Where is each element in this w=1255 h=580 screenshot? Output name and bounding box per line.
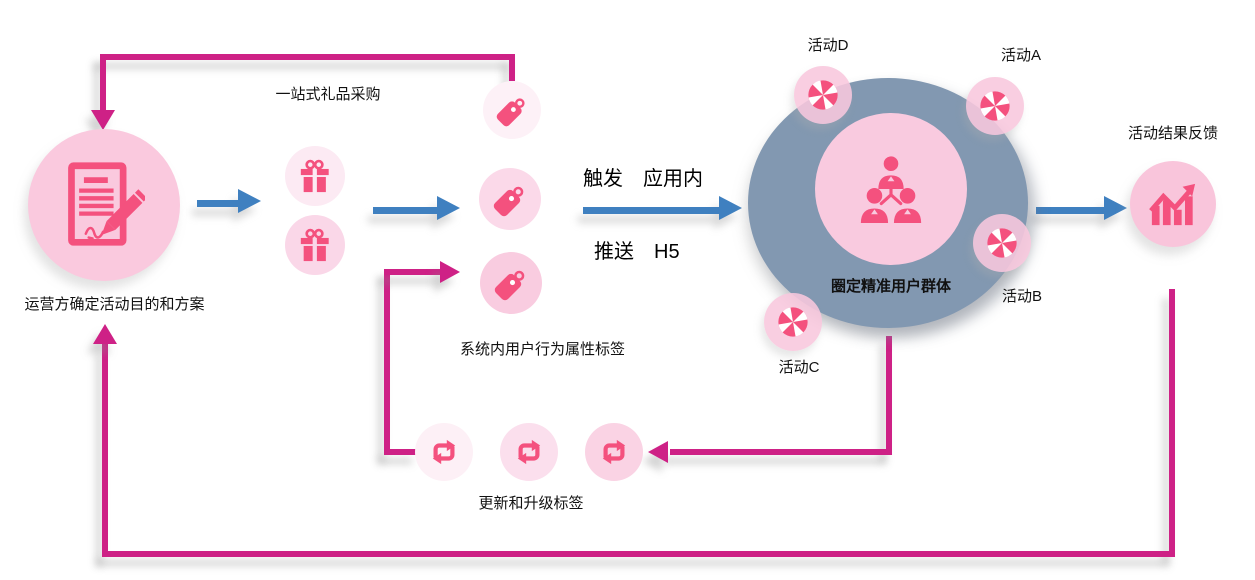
gift-node-1 (285, 146, 345, 206)
loop-mid-vertical (384, 269, 390, 454)
refresh-label: 更新和升级标签 (478, 495, 584, 512)
audience-node (815, 113, 967, 265)
pinwheel-icon (985, 226, 1019, 260)
loop-audience-arrowhead (648, 441, 668, 463)
activity-label-a: 活动A (1000, 47, 1041, 64)
activity-label-c: 活动C (778, 359, 820, 376)
loop-audience-horizontal (670, 449, 892, 455)
gift-icon (298, 158, 332, 195)
refresh-node-3 (585, 423, 643, 481)
activity-label-b: 活动B (1001, 288, 1042, 305)
tag-icon (493, 265, 529, 301)
activity-node-a (966, 77, 1024, 135)
arrow-shaft (1036, 207, 1106, 214)
tags-label: 系统内用户行为属性标签 (459, 341, 625, 358)
loop-feedback-bottom-horizontal (102, 551, 1175, 557)
result-label: 活动结果反馈 (1127, 125, 1218, 142)
loop-top-arrowhead (91, 110, 115, 130)
activity-label-d: 活动D (807, 37, 849, 54)
refresh-node-1 (415, 423, 473, 481)
audience-label: 圈定精准用户群体 (830, 278, 951, 295)
activity-node-d (794, 66, 852, 124)
arrow-head (1104, 196, 1127, 220)
loop-mid-arrowhead (440, 261, 460, 283)
gift-icon (298, 227, 332, 264)
arrow-gifts-to-tags (373, 196, 461, 220)
loop-mid-bottom-horizontal (384, 449, 418, 455)
refresh-node-2 (500, 423, 558, 481)
arrow-shaft (197, 200, 240, 207)
people-group-icon (853, 153, 929, 225)
operator-label: 运营方确定活动目的和方案 (24, 296, 205, 313)
tag-node-2 (479, 168, 541, 230)
operator-node (28, 129, 180, 281)
arrow-head (437, 196, 460, 220)
arrow-tags-to-audience (583, 196, 743, 220)
arrow-head (238, 189, 261, 213)
repeat-icon (514, 438, 544, 466)
tag-icon (495, 93, 529, 127)
arrow-operator-to-gifts (197, 189, 261, 213)
trigger-text-line1: 触发 应用内 (583, 168, 703, 190)
document-pencil-icon (63, 161, 145, 249)
arrow-shaft (373, 207, 439, 214)
tag-icon (492, 181, 528, 217)
arrow-shaft (583, 207, 721, 214)
loop-top-right-drop (509, 54, 515, 81)
gift-node-2 (285, 215, 345, 275)
bar-chart-icon (1147, 180, 1199, 228)
tag-node-1 (483, 81, 541, 139)
activity-node-c (764, 293, 822, 351)
pinwheel-icon (978, 89, 1012, 123)
loop-top-left-drop (100, 54, 106, 112)
arrow-head (719, 196, 742, 220)
loop-top-horizontal (100, 54, 515, 60)
loop-audience-vertical (886, 336, 892, 453)
loop-feedback-arrowhead (93, 324, 117, 344)
trigger-text-line2: 推送 H5 (594, 241, 680, 263)
pinwheel-icon (776, 305, 810, 339)
pinwheel-icon (806, 78, 840, 112)
tag-node-3 (480, 252, 542, 314)
gift-loop-label: 一站式礼品采购 (275, 86, 381, 103)
repeat-icon (429, 438, 459, 466)
activity-node-b (973, 214, 1031, 272)
loop-feedback-right-vertical (1169, 289, 1175, 555)
loop-mid-top-horizontal (384, 269, 442, 275)
repeat-icon (599, 438, 629, 466)
arrow-audience-to-result (1036, 196, 1128, 220)
loop-feedback-left-vertical (102, 344, 108, 557)
result-node (1130, 161, 1216, 247)
